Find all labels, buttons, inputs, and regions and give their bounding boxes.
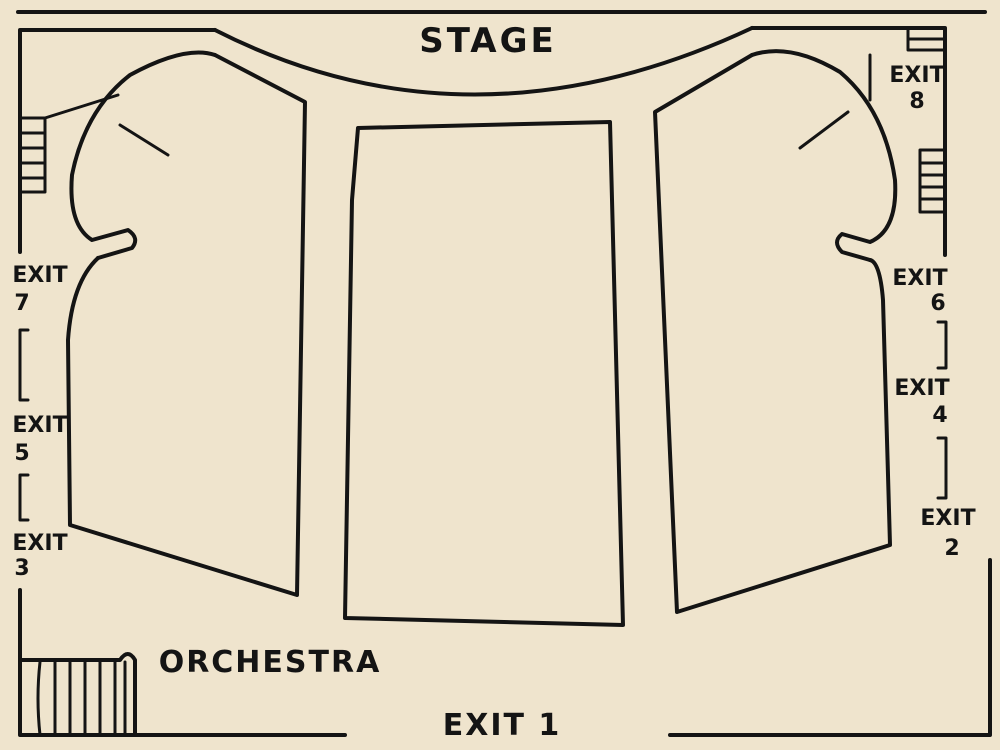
orchestra-pit: [20, 652, 137, 737]
outer-wall-right: [750, 26, 947, 257]
stairs-right-mid-outline: [918, 148, 947, 214]
door-bracket-left-lower: [18, 473, 30, 522]
exit-8-word: EXIT: [889, 63, 944, 88]
stairs-left-rungs: [18, 131, 47, 180]
exit-2-word: EXIT: [920, 506, 975, 531]
box-left: [69, 50, 217, 260]
stairs-right-mid-rungs: [918, 161, 947, 201]
exit-3-number: 3: [14, 556, 29, 581]
stairs-left-connector: [43, 93, 120, 120]
outer-wall-bottom-right: [668, 558, 992, 737]
box-right-divider: [798, 110, 850, 150]
exit-1-label: EXIT 1: [443, 708, 562, 743]
exit-7-word: EXIT: [12, 263, 67, 288]
exit-4-number: 4: [932, 403, 947, 428]
door-bracket-left-upper: [18, 328, 30, 402]
exit-2-number: 2: [944, 536, 959, 561]
door-bracket-right-lower: [936, 436, 948, 500]
exit-4-word: EXIT: [894, 376, 949, 401]
box-left-divider: [118, 123, 170, 157]
seating-section-left: [66, 53, 307, 597]
exit-6-number: 6: [930, 291, 945, 316]
exit-6-word: EXIT: [892, 266, 947, 291]
door-bracket-right-upper: [936, 320, 948, 370]
seating-section-right: [653, 53, 892, 614]
seating-section-center: [343, 120, 625, 627]
exit-3-word: EXIT: [12, 531, 67, 556]
exit-7-number: 7: [14, 291, 29, 316]
stage-label: STAGE: [419, 21, 557, 61]
stairs-right-top: [906, 26, 947, 52]
exit-5-word: EXIT: [12, 413, 67, 438]
box-right: [750, 49, 898, 262]
exit-8-number: 8: [909, 89, 924, 114]
outer-wall-bottom-left: [18, 588, 347, 737]
stage-edge: [213, 26, 754, 97]
orchestra-label: ORCHESTRA: [159, 645, 382, 680]
exit-5-number: 5: [14, 441, 29, 466]
stairs-left-outline: [18, 116, 47, 194]
orchestra-pit-rails: [36, 660, 127, 737]
